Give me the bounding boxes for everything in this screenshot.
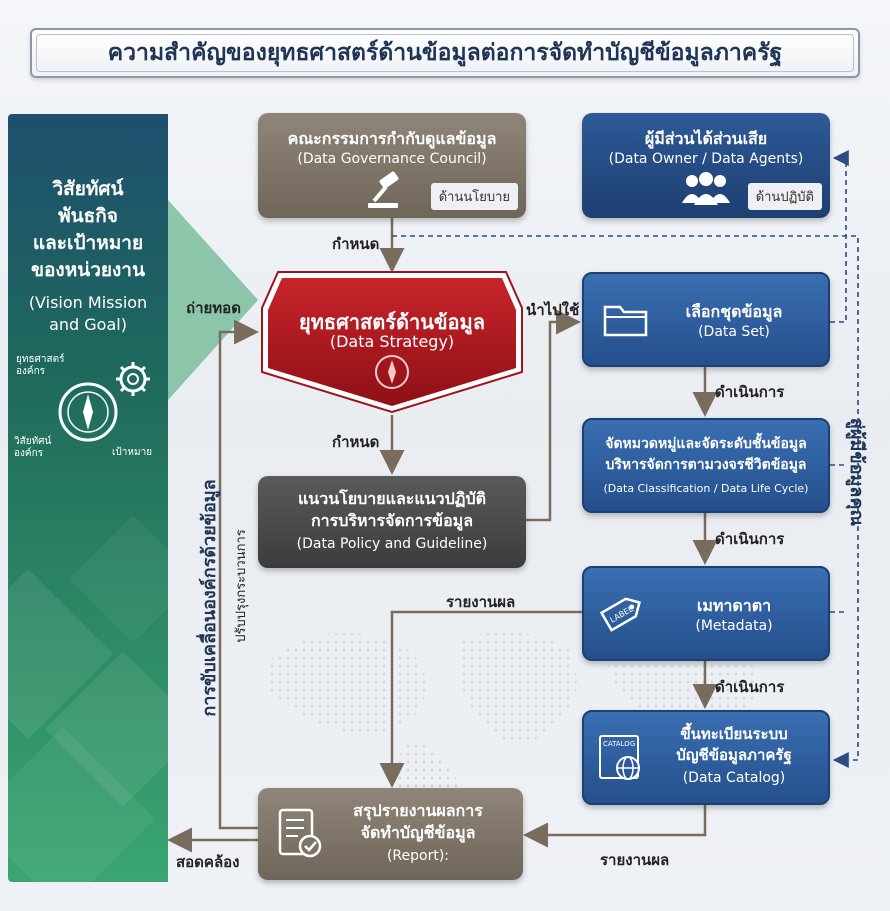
folder-icon [603,305,648,337]
catalog-globe-icon: CATALOG [599,735,640,780]
dataset-subtitle: (Data Set) [698,324,770,340]
define-label-2: กำหนด [332,433,380,451]
policy-title: แนวนโยบายและแนวปฏิบัติ การบริหารจัดการข้… [297,489,487,530]
report-subtitle: (Report): [386,848,450,864]
owner-title: ผู้มีส่วนได้ส่วนเสีย [644,129,768,148]
governance-title: คณะกรรมการกำกับดูแลข้อมูล [287,129,497,148]
policy-tag: ด้านนโยบาย [430,183,518,210]
align-label: สอดคล้อง [176,853,240,871]
page-title: ความสำคัญของยุทธศาสตร์ด้านข้อมูลต่อการจั… [107,40,783,66]
strategy-subtitle: (Data Strategy) [329,332,455,351]
strategy-title: ยุทธศาสตร์ด้านข้อมูล [299,310,485,334]
owner-subtitle: (Data Owner / Data Agents) [608,151,804,167]
transfer-label: ถ่ายทอด [186,299,241,317]
vision-subtitle: (Vision Mission and Goal) [28,293,148,334]
report-label-1: รายงานผล [446,593,516,611]
metadata-subtitle: (Metadata) [695,618,773,634]
catalog-title: ขึ้นทะเบียนระบบ บัญชีข้อมูลภาครัฐ [676,725,792,764]
data-strategy-hexagon[interactable] [258,268,526,416]
goal-label: เป้าหมาย [112,447,153,458]
catalog-icon-text: CATALOG [603,740,635,748]
data-driven-label: การขับเคลื่อนองค์กรด้วยข้อมูล [199,479,220,717]
catalog-box[interactable]: CATALOG ขึ้นทะเบียนระบบ บัญชีข้อมูลภาครั… [582,710,830,805]
metadata-title: เมทาดาตา [696,596,772,615]
vision-title: วิสัยทัศน์ พันธกิจ และเป้าหมาย ของหน่วยง… [31,178,145,281]
operate-label-3: ดำเนินการ [715,678,785,696]
report-box[interactable]: สรุปรายงานผลการ จัดทำบัญชีข้อมูล (Report… [258,788,523,880]
people-group-icon [682,172,730,205]
apply-label: นำไปใช้ [526,301,580,319]
title-banner: ความสำคัญของยุทธศาสตร์ด้านข้อมูลต่อการจั… [30,28,860,78]
vision-panel: วิสัยทัศน์ พันธกิจ และเป้าหมาย ของหน่วยง… [8,114,168,882]
report-title: สรุปรายงานผลการ จัดทำบัญชีข้อมูล [353,801,483,842]
catalog-subtitle: (Data Catalog) [682,770,786,786]
classification-title: จัดหมวดหมู่และจัดระดับชั้นข้อมูล บริหารจ… [605,436,807,473]
dataset-box[interactable]: เลือกชุดข้อมูล (Data Set) [582,272,830,367]
report-label-2: รายงานผล [600,851,670,869]
transfer-wedge [168,200,258,400]
operate-label-2: ดำเนินการ [715,530,785,548]
vision-label: วิสัยทัศน์ องค์กร [14,436,52,459]
report-document-icon [278,808,322,858]
data-policy-box[interactable]: แนวนโยบายและแนวปฏิบัติ การบริหารจัดการข้… [258,476,526,568]
operate-label-1: ดำเนินการ [715,383,785,401]
improve-process-label: ปรับปรุงกระบวนการ [234,529,249,643]
governance-council-box[interactable]: คณะกรรมการกำกับดูแลข้อมูล (Data Governan… [258,113,526,218]
data-owner-side-label: สู่ผู้มีข้อมูลคุณ [846,417,867,527]
metadata-box[interactable]: LABEL เมทาดาตา (Metadata) [582,566,830,661]
data-owner-box[interactable]: ผู้มีส่วนได้ส่วนเสีย (Data Owner / Data … [582,113,830,218]
label-tag-icon: LABEL [599,597,641,632]
define-label-1: กำหนด [332,235,380,253]
strategy-label: ยุทธศาสตร์ องค์กร [16,354,65,377]
practice-tag: ด้านปฏิบัติ [747,183,822,210]
governance-subtitle: (Data Governance Council) [297,151,487,167]
gavel-icon [368,171,399,208]
compass-gear-icon [58,362,150,442]
classification-box[interactable]: จัดหมวดหมู่และจัดระดับชั้นข้อมูล บริหารจ… [582,418,830,513]
classification-subtitle: (Data Classification / Data Life Cycle) [603,482,809,495]
policy-subtitle: (Data Policy and Guideline) [296,536,488,552]
dataset-title: เลือกชุดข้อมูล [685,302,783,321]
world-map-background [270,632,757,790]
